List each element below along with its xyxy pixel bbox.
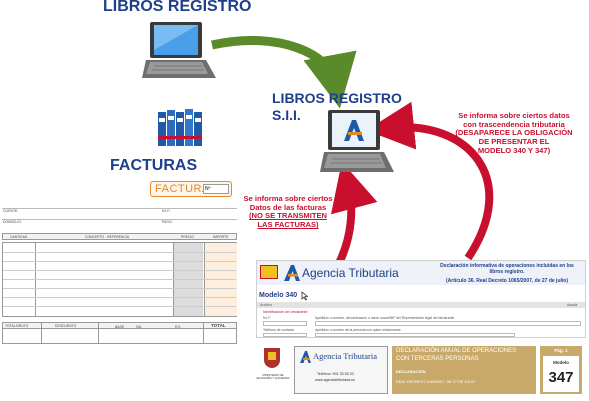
invoice-title: FACTURA <box>155 183 210 195</box>
decree-347: REAL DECRETO 1065/2007, DE 27 DE JULIO <box>396 380 476 384</box>
modelo-340-title: Modelo 340 <box>259 292 298 299</box>
col-concepto: CONCEPTO - REFERENCIA <box>85 235 130 239</box>
pag-label: Pág. 1 <box>554 348 568 353</box>
modelo-340-header: Declaración informativa de operaciones i… <box>440 263 574 284</box>
menu-ayuda[interactable]: Ayuda <box>567 303 578 307</box>
libros-registro-title: LIBROS REGISTRO <box>103 0 252 15</box>
field-contact-label: Apellidos o nombre de la persona con qui… <box>315 328 401 332</box>
field-nif-label: N.I.F. <box>263 316 271 320</box>
base-label: BASE <box>115 325 125 329</box>
green-curved-arrow <box>211 36 357 109</box>
domicilio-label: DOMICILIO: <box>3 220 22 224</box>
total-bruto-label: TOTAL BRUTO <box>5 324 29 328</box>
laptop-aeat-icon <box>320 110 394 172</box>
invoice-number-field: Nº <box>203 184 229 194</box>
modelo-340-screenshot: Agencia Tributaria Declaración informati… <box>256 260 586 338</box>
ministry-label: MINISTERIO DE ECONOMÍA Y HACIENDA <box>256 373 290 381</box>
title-347-line1: DECLARACIÓN ANUAL DE OPERACIONES <box>396 348 517 354</box>
laptop-icon <box>142 22 216 78</box>
field-phone-label: Teléfono de contacto <box>263 328 295 332</box>
field-name-label: Apellidos o nombre, denominación o razón… <box>315 316 455 320</box>
modelo-number: 347 <box>548 369 574 386</box>
nif-input[interactable] <box>263 321 307 326</box>
facturas-title: FACTURAS <box>110 157 198 174</box>
subtitle-347: DECLARACIÓN <box>396 369 426 374</box>
invoice-title-box: FACTURA Nº <box>150 181 232 197</box>
nif-label: N.I.F.: <box>162 209 171 213</box>
ministry-shield-icon <box>259 348 285 372</box>
re-label: R.E. <box>175 325 182 329</box>
agency-name-340: Agencia Tributaria <box>302 266 399 280</box>
iva-label: IVA <box>136 325 142 329</box>
agency-box-347: Agencia Tributaria Teléfono: 901 33 55 3… <box>294 346 388 394</box>
invoice-lines <box>2 242 237 317</box>
title-347-line2: CON TERCERAS PERSONAS <box>396 356 479 362</box>
spain-shield-icon <box>260 265 278 279</box>
modelo-label: Modelo <box>553 360 569 365</box>
pago-label: PAGO: <box>162 220 173 224</box>
sii-title-line2: S.I.I. <box>272 107 301 123</box>
col-precio: PRECIO <box>181 235 194 239</box>
phone-input[interactable] <box>263 333 307 337</box>
aeat-logo-small-icon <box>300 351 311 363</box>
modelo-347-cover: MINISTERIO DE ECONOMÍA Y HACIENDA Agenci… <box>256 344 586 398</box>
sii-title-line1: LIBROS REGISTRO <box>272 90 402 106</box>
binders-icon <box>158 109 202 146</box>
total-label: TOTAL <box>211 323 226 328</box>
invoice-totals: TOTAL BRUTO DESCUENTO BASE IVA R.E. TOTA… <box>2 322 237 344</box>
menu-archivo[interactable]: Archivo <box>260 303 272 307</box>
invoice-column-header: CANTIDAD CONCEPTO - REFERENCIA PRECIO IM… <box>2 233 237 240</box>
red-curved-arrow-right <box>366 101 494 261</box>
mouse-cursor-icon <box>301 291 309 301</box>
col-cantidad: CANTIDAD <box>10 235 28 239</box>
modelo-347-title-box: DECLARACIÓN ANUAL DE OPERACIONES CON TER… <box>392 346 536 394</box>
col-importe: IMPORTE <box>213 235 229 239</box>
cliente-label: CLIENTE: <box>3 209 19 213</box>
name-input[interactable] <box>315 321 581 326</box>
modelo-340-menubar: Archivo Ayuda <box>257 302 585 308</box>
modelo-347-badge: Pág. 1 Modelo 347 <box>540 346 582 394</box>
note-sii: Se informa sobre ciertos datos con trasc… <box>455 111 573 155</box>
agency-phone: Teléfono: 901 33 55 33 <box>317 372 354 376</box>
invoice-form: CLIENTE: N.I.F.: DOMICILIO: PAGO: CANTID… <box>2 205 237 351</box>
agency-web: www.agenciatributaria.es <box>315 378 355 382</box>
aeat-logo-icon <box>284 265 300 281</box>
section-declarante: Identificación del declarante <box>263 310 308 314</box>
contact-input[interactable] <box>315 333 515 337</box>
note-facturas: Se informa sobre ciertos Datos de las fa… <box>243 194 333 230</box>
agency-name-347: Agencia Tributaria <box>313 351 377 361</box>
descuento-label: DESCUENTO <box>55 324 77 328</box>
